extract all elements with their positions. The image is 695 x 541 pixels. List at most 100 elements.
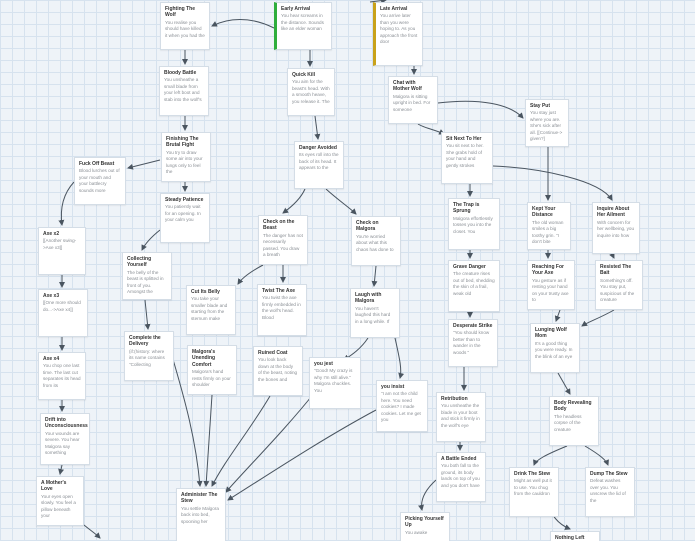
passage-link-arrow: [371, 265, 378, 287]
passage-title: Stay Put: [530, 103, 551, 109]
passage-excerpt: "I am not the child here. You need cooki…: [381, 391, 421, 423]
passage-title: Grave Danger: [453, 264, 486, 270]
passage-card-complete-the-delivery[interactable]: Complete the Delivery(if:(history: where…: [124, 331, 174, 381]
passage-link-arrow: [282, 188, 306, 214]
passage-excerpt: You patiently wait for an opening. In yo…: [165, 204, 201, 223]
passage-title: Ruined Coat: [258, 350, 288, 356]
passage-excerpt: You both fall to the ground, its body la…: [441, 463, 480, 488]
passage-title: Retribution: [441, 396, 468, 402]
passage-title: Malgora's Unending Comfort: [192, 349, 216, 368]
passage-title: Early Arrival: [281, 6, 311, 12]
passage-card-you-insist[interactable]: you insist"I am not the child here. You …: [376, 380, 428, 432]
passage-title: Complete the Delivery: [129, 335, 161, 348]
passage-card-desperate-strike[interactable]: Desperate Strike"You should know better …: [448, 319, 498, 367]
passage-card-axe-x3[interactable]: Axe x3[[One more should do...->Axe x4]]: [38, 289, 88, 337]
passage-title: The Trap is Sprung: [453, 202, 480, 215]
passage-title: Picking Yourself Up: [405, 516, 444, 529]
passage-card-you-jest[interactable]: you jest"Good! My crazy is why I'm still…: [309, 357, 361, 409]
passage-title: Laugh with Malgora: [355, 292, 382, 305]
passage-title: you jest: [314, 361, 333, 367]
passage-title: you insist: [381, 384, 405, 390]
passage-excerpt: You sit next to her. She grabs hold of y…: [446, 143, 484, 168]
passage-title: Nothing Left: [555, 535, 585, 541]
passage-link-arrow: [203, 394, 213, 487]
passage-link-arrow: [533, 445, 568, 466]
passage-excerpt: Your wounds are severe. You hear Malgora…: [45, 430, 80, 456]
passage-excerpt: Something's off. You stay put, suspiciou…: [600, 277, 635, 303]
passage-excerpt: Malgora's hand rests firmly on your shou…: [192, 369, 231, 388]
passage-link-arrow: [237, 264, 264, 285]
passage-link-arrow: [58, 181, 75, 226]
passage-title: Cut Its Belly: [191, 289, 220, 295]
passage-link-arrow: [127, 159, 161, 170]
passage-title: Late Arrival: [380, 6, 408, 12]
passage-title: Collecting Yourself: [127, 256, 152, 269]
passage-excerpt: You take your smaller blade and starting…: [191, 296, 228, 321]
passage-link-arrow: [554, 309, 561, 322]
passage-link-arrow: [394, 337, 405, 379]
passage-excerpt: Malgora is sitting upright in bed. For s…: [393, 93, 431, 112]
passage-link-arrow: [225, 391, 316, 493]
passage-title: Drink The Stew: [514, 471, 551, 477]
passage-link-arrow: [211, 395, 271, 487]
passage-link-arrow: [141, 229, 161, 251]
passage-title: Kept Your Distance: [532, 206, 556, 219]
passage-title: Fuck Off Beast: [79, 161, 115, 167]
passage-excerpt: The old woman smiles a big toothy grin. …: [532, 219, 564, 245]
passage-card-nothing-left[interactable]: Nothing Left: [550, 531, 600, 541]
passage-title: Twist The Axe: [262, 288, 296, 294]
passage-title: Bloody Battle: [164, 70, 197, 76]
passage-title: Drift into Unconsciousness: [45, 417, 88, 430]
passage-excerpt: Blood lurches out of your mouth and your…: [79, 168, 120, 193]
passage-title: Check on the Beast: [263, 219, 295, 232]
passage-excerpt: "You should know better than to wander i…: [453, 330, 490, 355]
passage-excerpt: (if:(history: where its name contains "C…: [129, 348, 165, 367]
passage-link-arrow: [83, 524, 101, 539]
passage-title: Danger Avoided: [299, 145, 337, 151]
passage-link-arrow: [418, 479, 437, 511]
passage-excerpt: Defeat washes over you. You unscrew the …: [590, 478, 626, 503]
passage-excerpt: You chop one last time. The last cut sep…: [43, 363, 81, 388]
passage-card-axe-x2[interactable]: Axe x2[[Another swing->Axe x3]]: [38, 227, 86, 275]
passage-title: Chat with Mother Wolf: [393, 80, 422, 93]
